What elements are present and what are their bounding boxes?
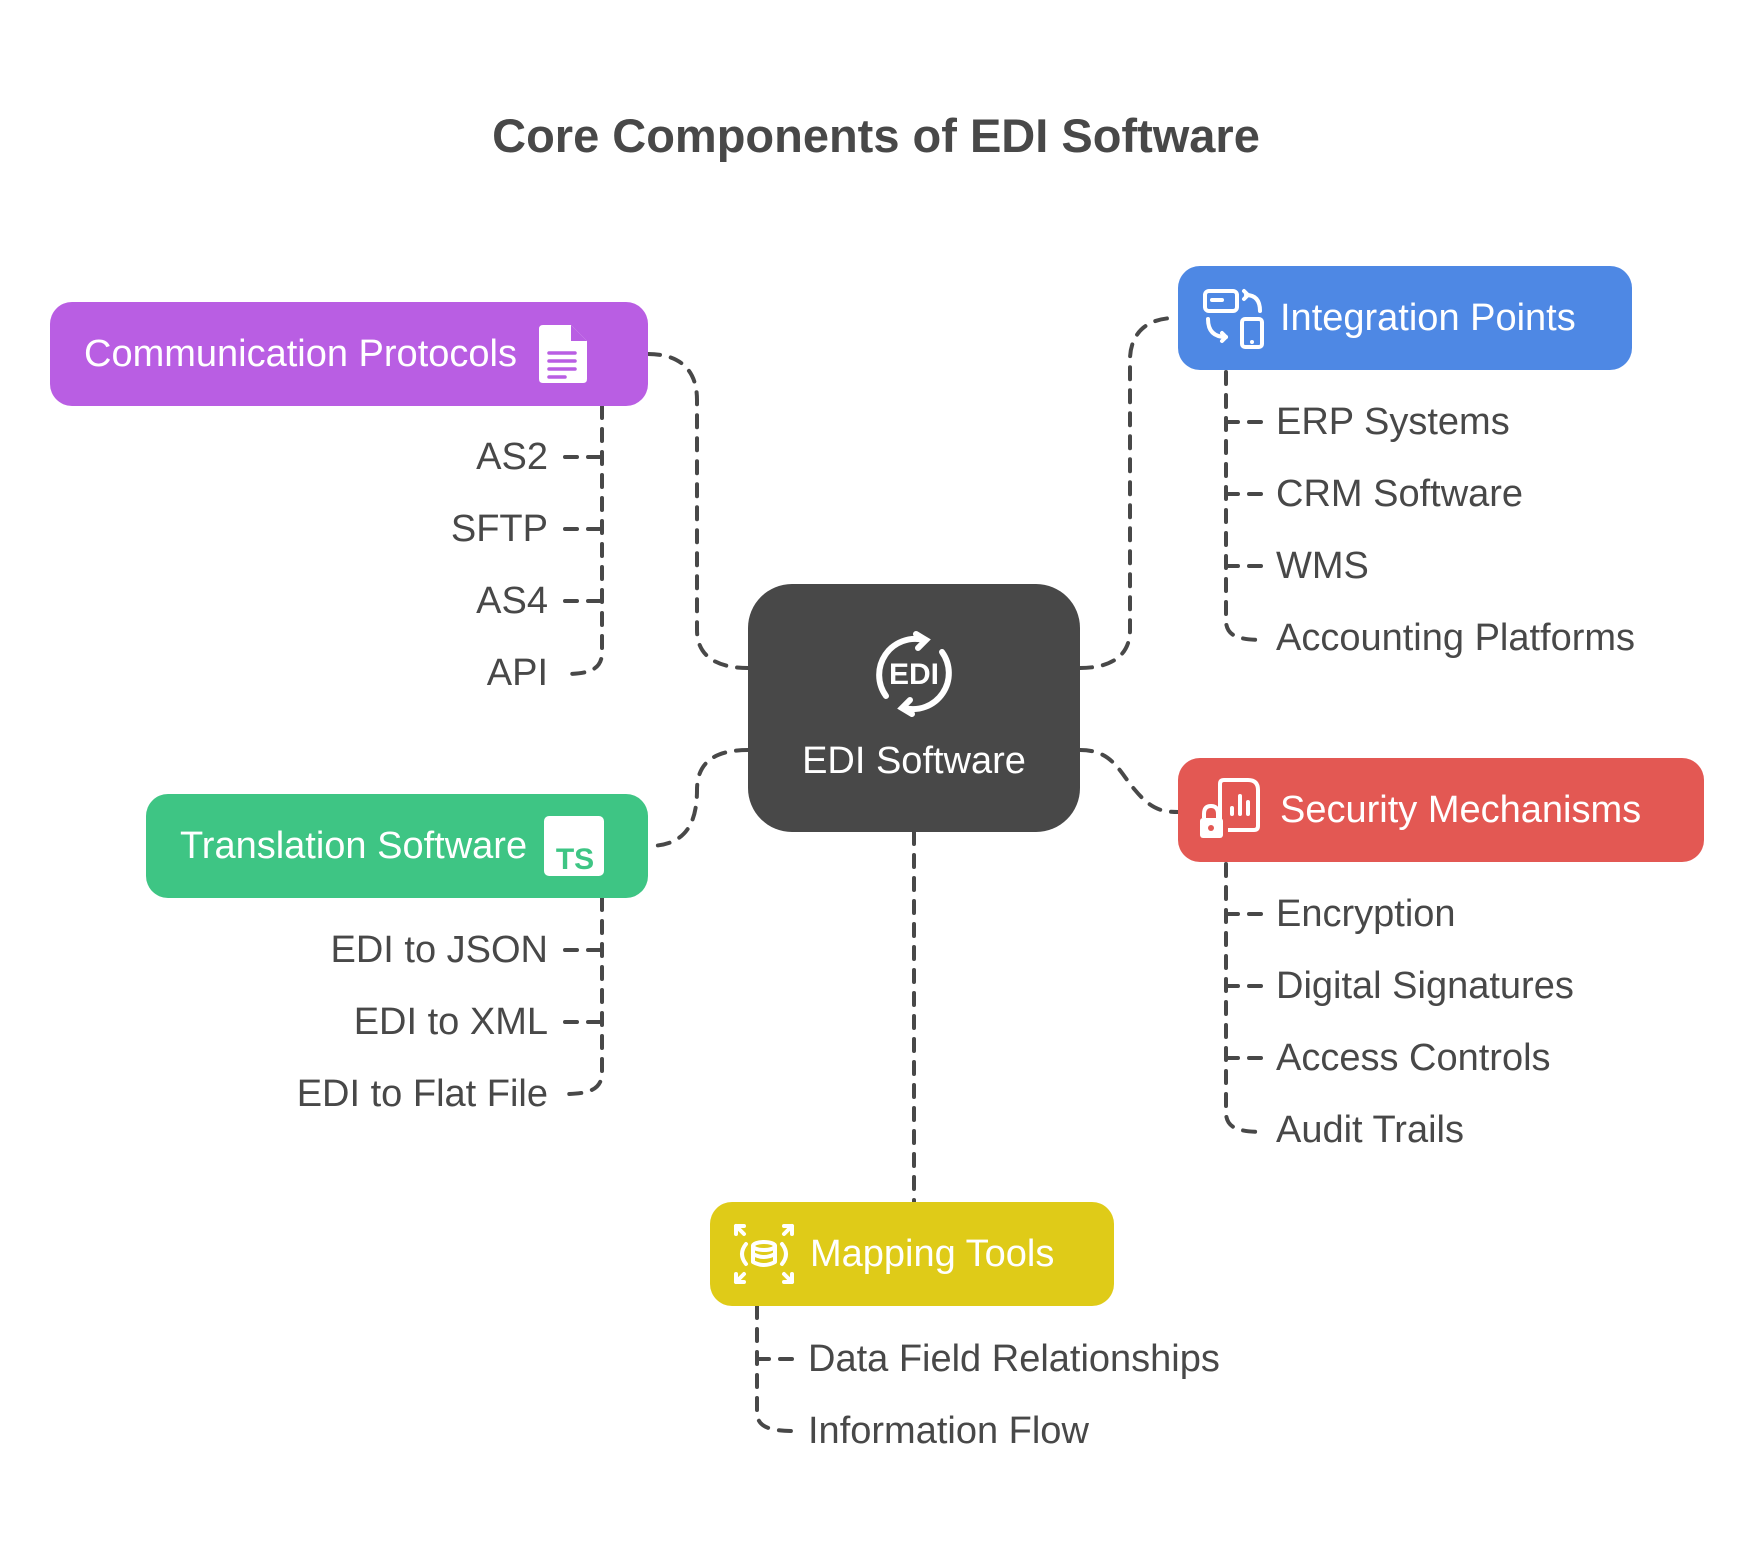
- leaf-audit-trails: Audit Trails: [1276, 1109, 1464, 1151]
- branch-label: Translation Software: [180, 824, 528, 867]
- leaf-sftp: SFTP: [450, 508, 548, 550]
- leaf-edi-to-json: EDI to JSON: [330, 929, 549, 971]
- edi-cycle-icon: EDI: [876, 631, 952, 717]
- leaf-as4: AS4: [476, 580, 548, 622]
- branch-security-mechanisms[interactable]: Security Mechanisms: [1178, 758, 1704, 862]
- connector-mapping-trunk: [755, 1304, 797, 1433]
- leaf-encryption: Encryption: [1276, 893, 1456, 935]
- connector-communication: [646, 352, 750, 670]
- connector-translation-trunk: [563, 896, 604, 1096]
- connector-translation: [646, 748, 750, 848]
- leaf-erp-systems: ERP Systems: [1276, 401, 1510, 443]
- branch-integration-points[interactable]: Integration Points: [1178, 266, 1632, 370]
- document-icon: [538, 325, 587, 383]
- typescript-icon: TS: [544, 816, 605, 876]
- leaf-crm-software: CRM Software: [1276, 473, 1524, 515]
- branch-communication-protocols[interactable]: Communication Protocols: [50, 302, 648, 406]
- leaf-digital-signatures: Digital Signatures: [1276, 965, 1574, 1007]
- device-sync-icon: [1203, 289, 1264, 349]
- ts-icon-text: TS: [556, 843, 594, 876]
- leaf-wms: WMS: [1276, 545, 1369, 587]
- leaf-edi-to-flat-file: EDI to Flat File: [296, 1073, 548, 1115]
- center-node-label: EDI Software: [802, 740, 1026, 782]
- center-node-edi-software[interactable]: EDI EDI Software: [748, 584, 1080, 832]
- branch-label: Integration Points: [1280, 296, 1576, 339]
- edi-icon-text: EDI: [889, 658, 939, 691]
- branch-label: Security Mechanisms: [1280, 788, 1642, 831]
- branch-label: Communication Protocols: [84, 332, 517, 375]
- connector-communication-trunk: [563, 404, 604, 676]
- branch-mapping-tools[interactable]: Mapping Tools: [710, 1202, 1114, 1306]
- locked-report-icon: [1200, 778, 1260, 838]
- leaf-api: API: [486, 652, 548, 694]
- database-expand-icon: [734, 1224, 794, 1284]
- leaf-data-field-relationships: Data Field Relationships: [808, 1338, 1220, 1380]
- leaf-accounting-platforms: Accounting Platforms: [1276, 617, 1636, 659]
- leaf-information-flow: Information Flow: [808, 1410, 1089, 1452]
- connector-security: [1078, 748, 1180, 814]
- leaf-access-controls: Access Controls: [1276, 1037, 1551, 1079]
- branch-label: Mapping Tools: [810, 1232, 1055, 1275]
- branch-translation-software[interactable]: Translation Software TS: [146, 794, 648, 898]
- connector-integration: [1078, 316, 1177, 670]
- leaf-as2: AS2: [476, 436, 548, 478]
- connector-integration-trunk: [1224, 370, 1266, 642]
- diagram-title: Core Components of EDI Software: [492, 109, 1260, 162]
- connector-security-trunk: [1224, 862, 1266, 1134]
- leaf-edi-to-xml: EDI to XML: [353, 1001, 548, 1043]
